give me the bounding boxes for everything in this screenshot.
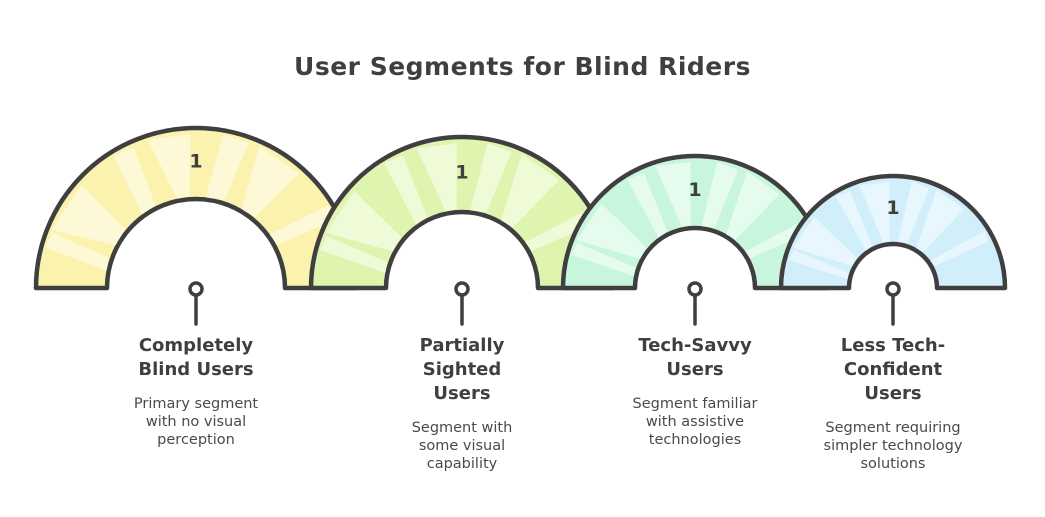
arch-texture-2 — [571, 161, 809, 277]
pin-head-3 — [885, 281, 901, 297]
pin-head-2 — [687, 281, 703, 297]
texture-streak — [930, 230, 989, 266]
texture-streak — [792, 217, 857, 267]
segment-description: Primary segment with no visual perceptio… — [133, 396, 259, 448]
arch-texture-0 — [45, 134, 335, 271]
texture-streak — [269, 205, 335, 245]
texture-streak — [859, 182, 890, 243]
diagram-title: User Segments for Blind Riders — [294, 52, 751, 81]
segment-value-badge-1: 1 — [455, 162, 468, 184]
texture-streak — [576, 203, 647, 259]
texture-streak — [701, 161, 739, 229]
segment-title: Completely Blind Users — [138, 335, 254, 380]
segment-value-badge-0: 1 — [189, 151, 202, 173]
segment-description: Segment requiring simpler technology sol… — [823, 420, 963, 472]
pin-head-0 — [188, 281, 204, 297]
segment-label-partially-sighted: Partially Sighted Users Segment with som… — [362, 334, 562, 473]
texture-streak — [470, 143, 512, 213]
arch-group-1: 1 — [308, 134, 616, 326]
segment-title: Tech-Savvy Users — [638, 335, 752, 380]
segment-title: Less Tech- Confident Users — [840, 335, 946, 404]
texture-streak — [45, 232, 109, 271]
segment-label-tech-savvy: Tech-Savvy Users Segment familiar with a… — [595, 334, 795, 449]
segment-title: Partially Sighted Users — [419, 335, 505, 404]
texture-streak — [325, 191, 402, 252]
texture-streak — [897, 181, 930, 244]
texture-streak — [525, 210, 593, 251]
segment-label-less-tech-confident: Less Tech- Confident Users Segment requi… — [793, 334, 993, 473]
texture-streak — [241, 145, 299, 218]
texture-streak — [571, 242, 636, 277]
texture-streak — [113, 147, 156, 215]
pin-head-1 — [454, 281, 470, 297]
arch-texture-1 — [320, 143, 593, 274]
arch-group-2: 1 — [560, 153, 830, 326]
texture-streak — [916, 189, 964, 252]
segment-label-completely-blind: Completely Blind Users Primary segment w… — [96, 334, 296, 449]
texture-streak — [627, 172, 668, 238]
texture-streak — [147, 134, 191, 199]
texture-streak — [788, 250, 849, 280]
segment-description: Segment familiar with assistive technolo… — [632, 396, 758, 448]
segment-value-badge-3: 1 — [886, 197, 899, 219]
texture-streak — [745, 220, 809, 259]
segment-description: Segment with some visual capability — [411, 420, 513, 472]
texture-streak — [501, 153, 559, 228]
arch-group-0: 1 — [33, 125, 359, 326]
arch-group-3: 1 — [778, 173, 1008, 326]
texture-streak — [51, 185, 126, 246]
arch-texture-3 — [788, 181, 989, 280]
texture-streak — [416, 143, 457, 212]
texture-streak — [320, 236, 388, 274]
texture-streak — [655, 162, 691, 228]
texture-streak — [205, 134, 249, 201]
texture-streak — [384, 155, 428, 225]
segment-value-badge-2: 1 — [688, 179, 701, 201]
texture-streak — [835, 191, 873, 251]
texture-streak — [726, 171, 780, 240]
